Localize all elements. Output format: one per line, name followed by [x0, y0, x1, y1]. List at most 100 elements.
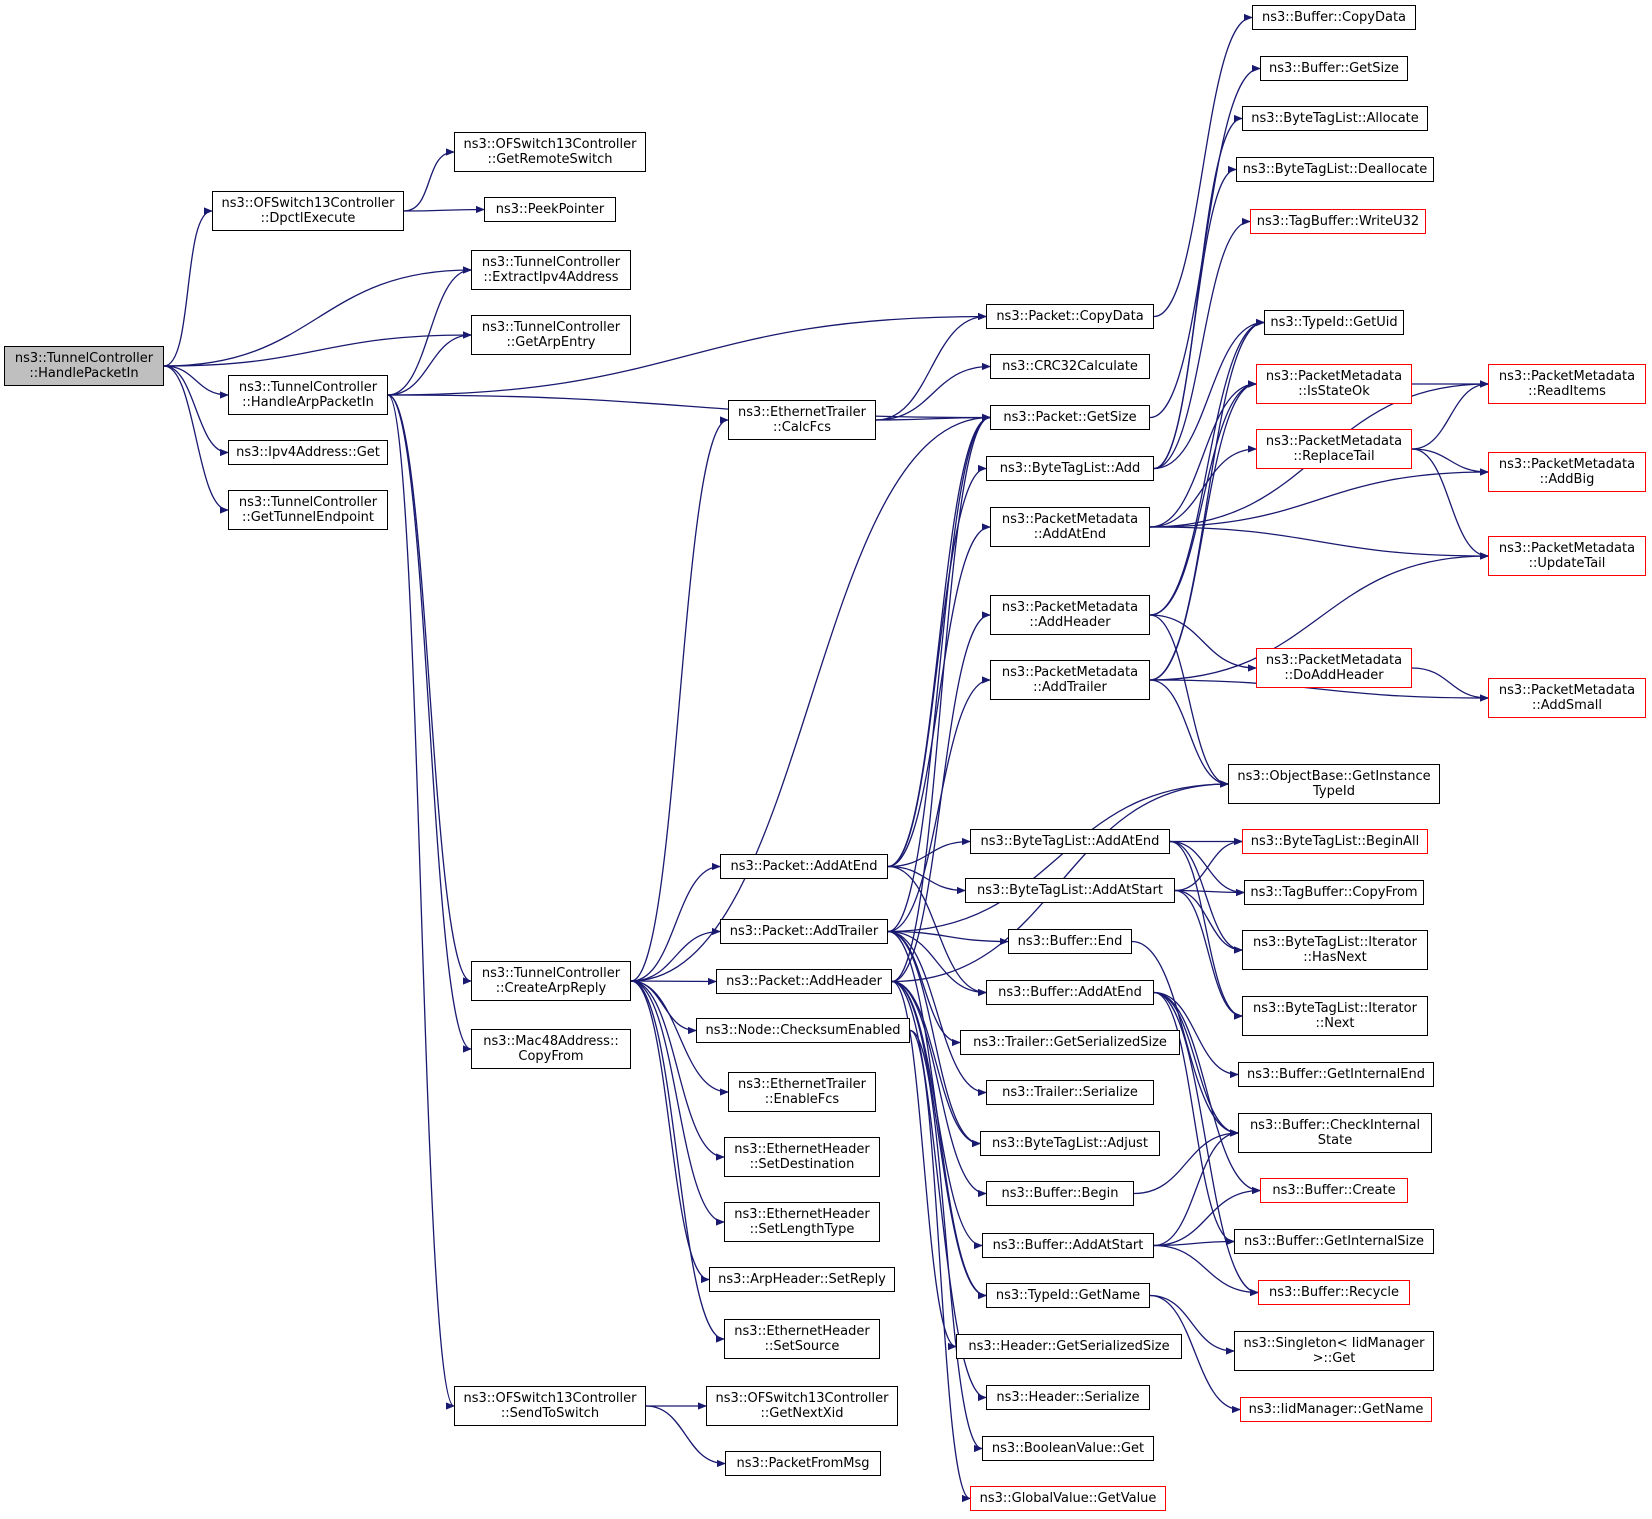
node-buffercreate[interactable]: ns3::Buffer::Create: [1260, 1178, 1408, 1203]
node-headergetsersize[interactable]: ns3::Header::GetSerializedSize: [956, 1334, 1182, 1359]
call-edge: [1169, 840, 1243, 1020]
call-edge: [387, 266, 472, 396]
node-pmaddsmall[interactable]: ns3::PacketMetadata ::AddSmall: [1488, 678, 1646, 718]
node-calcfcs[interactable]: ns3::EthernetTrailer ::CalcFcs: [728, 400, 876, 440]
node-checksumenabled[interactable]: ns3::Node::ChecksumEnabled: [696, 1018, 910, 1043]
call-edge: [1153, 318, 1265, 470]
call-edge: [1153, 991, 1239, 1079]
node-bufferaddatend[interactable]: ns3::Buffer::AddAtEnd: [986, 980, 1154, 1005]
call-edge: [1149, 380, 1257, 616]
node-packetcopydata[interactable]: ns3::Packet::CopyData: [986, 304, 1154, 329]
call-edge: [1169, 840, 1243, 954]
call-edge: [1153, 1237, 1235, 1247]
node-pmaddtrailer[interactable]: ns3::PacketMetadata ::AddTrailer: [990, 660, 1150, 700]
call-edge: [887, 865, 966, 895]
node-dpctlexecute[interactable]: ns3::OFSwitch13Controller ::DpctlExecute: [212, 191, 404, 231]
node-pmupdatetail[interactable]: ns3::PacketMetadata ::UpdateTail: [1488, 536, 1646, 576]
node-btldeallocate[interactable]: ns3::ByteTagList::Deallocate: [1236, 157, 1434, 182]
node-packetgetsize[interactable]: ns3::Packet::GetSize: [990, 405, 1150, 430]
node-buffercopydata[interactable]: ns3::Buffer::CopyData: [1252, 5, 1416, 30]
call-edge: [1153, 991, 1235, 1246]
node-btladdatstart[interactable]: ns3::ByteTagList::AddAtStart: [965, 878, 1175, 903]
node-btliterhasnext[interactable]: ns3::ByteTagList::Iterator ::HasNext: [1242, 930, 1428, 970]
node-packetaddtrailer[interactable]: ns3::Packet::AddTrailer: [720, 919, 888, 944]
node-setlengthtype[interactable]: ns3::EthernetHeader ::SetLengthType: [724, 1202, 880, 1242]
node-pmreplacetail[interactable]: ns3::PacketMetadata ::ReplaceTail: [1256, 429, 1412, 469]
node-buffergetinternalsize[interactable]: ns3::Buffer::GetInternalSize: [1234, 1229, 1434, 1254]
node-bufferrecycle[interactable]: ns3::Buffer::Recycle: [1258, 1280, 1410, 1305]
node-trailergetsersize[interactable]: ns3::Trailer::GetSerializedSize: [960, 1030, 1180, 1055]
node-pmreaditems[interactable]: ns3::PacketMetadata ::ReadItems: [1488, 364, 1646, 404]
node-singletonget[interactable]: ns3::Singleton< IidManager >::Get: [1234, 1331, 1434, 1371]
call-edge: [1131, 940, 1239, 1137]
call-edge: [387, 394, 455, 1410]
call-edge: [630, 862, 721, 982]
node-bufferend[interactable]: ns3::Buffer::End: [1008, 929, 1132, 954]
node-typeidgetuid[interactable]: ns3::TypeId::GetUid: [1264, 310, 1404, 335]
node-buffergetsize[interactable]: ns3::Buffer::GetSize: [1260, 56, 1408, 81]
node-getarpentry[interactable]: ns3::TunnelController ::GetArpEntry: [471, 315, 631, 355]
call-edge: [163, 365, 229, 457]
node-btlbeginall[interactable]: ns3::ByteTagList::BeginAll: [1242, 829, 1428, 854]
call-edge: [1149, 614, 1229, 788]
node-mac48copyfrom[interactable]: ns3::Mac48Address:: CopyFrom: [471, 1029, 631, 1069]
node-globalvaluegetvalue[interactable]: ns3::GlobalValue::GetValue: [970, 1486, 1166, 1511]
call-edge: [1133, 1129, 1239, 1195]
node-packetaddheader[interactable]: ns3::Packet::AddHeader: [716, 969, 892, 994]
call-edge: [387, 312, 987, 396]
node-createarpreply[interactable]: ns3::TunnelController ::CreateArpReply: [471, 961, 631, 1001]
node-ipv4addressget[interactable]: ns3::Ipv4Address::Get: [228, 440, 388, 465]
call-edge: [387, 394, 472, 1053]
node-packetaddatend[interactable]: ns3::Packet::AddAtEnd: [720, 854, 888, 879]
call-edge: [887, 413, 991, 933]
node-typeidgetname[interactable]: ns3::TypeId::GetName: [986, 1283, 1150, 1308]
call-edge: [887, 464, 987, 868]
call-edge: [1411, 448, 1489, 476]
call-edge: [1149, 526, 1489, 560]
node-getnextxid[interactable]: ns3::OFSwitch13Controller ::GetNextXid: [706, 1386, 898, 1426]
call-edge: [630, 980, 729, 1096]
node-booleanvalueget[interactable]: ns3::BooleanValue::Get: [982, 1436, 1154, 1461]
node-extractipv4address[interactable]: ns3::TunnelController ::ExtractIpv4Addre…: [471, 250, 631, 290]
call-edge: [1149, 679, 1229, 788]
node-pmaddheader[interactable]: ns3::PacketMetadata ::AddHeader: [990, 595, 1150, 635]
node-btliternext[interactable]: ns3::ByteTagList::Iterator ::Next: [1242, 996, 1428, 1036]
node-enablefcs[interactable]: ns3::EthernetTrailer ::EnableFcs: [728, 1072, 876, 1112]
node-setreply[interactable]: ns3::ArpHeader::SetReply: [709, 1267, 895, 1292]
node-headerserialize[interactable]: ns3::Header::Serialize: [986, 1385, 1150, 1410]
node-peekpointer[interactable]: ns3::PeekPointer: [484, 197, 616, 222]
node-packetfrommsg[interactable]: ns3::PacketFromMsg: [725, 1451, 881, 1476]
node-handlearppacketin[interactable]: ns3::TunnelController ::HandleArpPacketI…: [228, 375, 388, 415]
call-edge: [887, 930, 1009, 946]
node-objectbasegetinstancetypeid[interactable]: ns3::ObjectBase::GetInstance TypeId: [1228, 764, 1440, 804]
node-btlallocate[interactable]: ns3::ByteTagList::Allocate: [1242, 106, 1428, 131]
node-handlepacketin: ns3::TunnelController ::HandlePacketIn: [4, 346, 164, 386]
node-buffercheckinternalstate[interactable]: ns3::Buffer::CheckInternal State: [1238, 1113, 1432, 1153]
node-pmaddatend[interactable]: ns3::PacketMetadata ::AddAtEnd: [990, 507, 1150, 547]
node-tagbuffercopyfrom[interactable]: ns3::TagBuffer::CopyFrom: [1244, 880, 1424, 905]
call-edge: [891, 980, 987, 1198]
call-edge: [387, 331, 472, 396]
node-btladdatend[interactable]: ns3::ByteTagList::AddAtEnd: [970, 829, 1170, 854]
node-pmisstateok[interactable]: ns3::PacketMetadata ::IsStateOk: [1256, 364, 1412, 404]
call-edge: [403, 148, 455, 212]
node-bufferaddatstart[interactable]: ns3::Buffer::AddAtStart: [982, 1233, 1154, 1258]
node-btladjust[interactable]: ns3::ByteTagList::Adjust: [980, 1131, 1160, 1156]
node-getremoteswitch[interactable]: ns3::OFSwitch13Controller ::GetRemoteSwi…: [454, 132, 646, 172]
node-bytetaglistadd[interactable]: ns3::ByteTagList::Add: [986, 456, 1154, 481]
node-buffergetinternalend[interactable]: ns3::Buffer::GetInternalEnd: [1238, 1062, 1434, 1087]
node-setsource[interactable]: ns3::EthernetHeader ::SetSource: [724, 1319, 880, 1359]
node-pmaddbig[interactable]: ns3::PacketMetadata ::AddBig: [1488, 452, 1646, 492]
node-bufferbegin[interactable]: ns3::Buffer::Begin: [986, 1181, 1134, 1206]
call-edge: [1153, 1186, 1261, 1247]
node-gettunnelendpoint[interactable]: ns3::TunnelController ::GetTunnelEndpoin…: [228, 490, 388, 530]
node-sendtoswitch[interactable]: ns3::OFSwitch13Controller ::SendToSwitch: [454, 1386, 646, 1426]
node-iidmanagergetname[interactable]: ns3::IidManager::GetName: [1240, 1397, 1432, 1422]
node-pmdoaddheader[interactable]: ns3::PacketMetadata ::DoAddHeader: [1256, 648, 1412, 688]
call-edge: [891, 980, 987, 1300]
call-edge: [1174, 888, 1245, 897]
node-trailerserialize[interactable]: ns3::Trailer::Serialize: [986, 1080, 1154, 1105]
node-crc32calculate[interactable]: ns3::CRC32Calculate: [990, 354, 1150, 379]
node-tagbufferwriteu32[interactable]: ns3::TagBuffer::WriteU32: [1250, 209, 1426, 234]
node-setdestination[interactable]: ns3::EthernetHeader ::SetDestination: [724, 1137, 880, 1177]
